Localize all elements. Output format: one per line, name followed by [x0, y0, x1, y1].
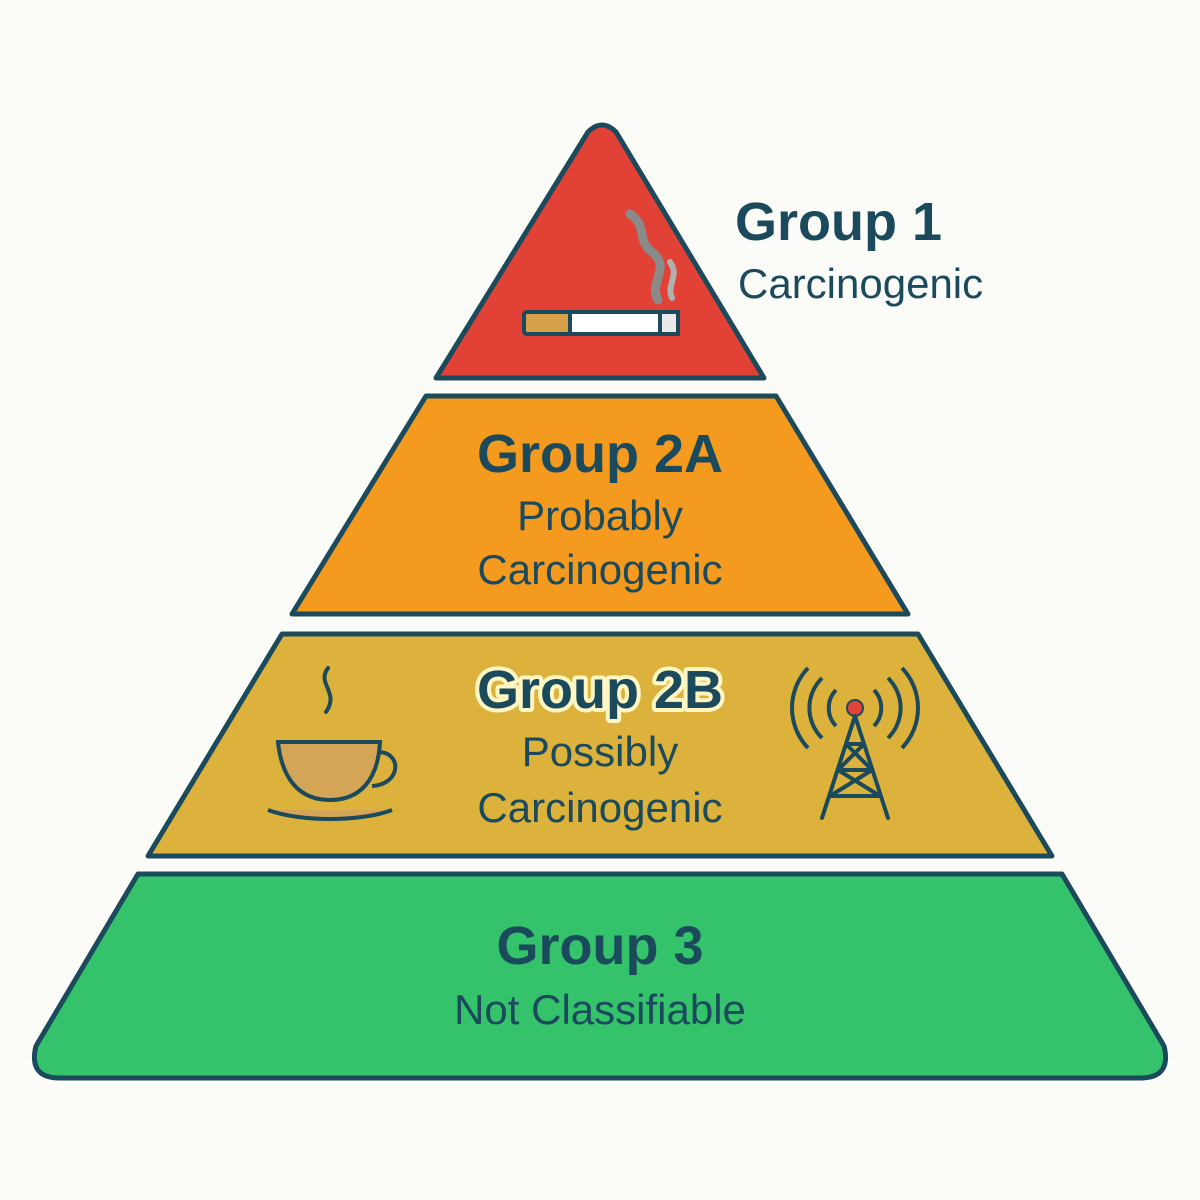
group-3-subtitle: Not Classifiable	[454, 986, 746, 1033]
tier-group-2b	[145, 631, 1055, 859]
group-2b-title: Group 2B	[477, 660, 723, 720]
group-2a-title: Group 2A	[477, 424, 723, 484]
tier-group-2a-shape	[289, 393, 911, 617]
cigarette-icon	[522, 209, 680, 336]
tier-group-1-shape	[433, 122, 767, 381]
tier-group-1	[433, 122, 767, 381]
cell-tower-icon	[790, 666, 920, 820]
tier-group-3-shape	[32, 871, 1168, 1081]
group-2b-subtitle-line-2: Carcinogenic	[477, 784, 722, 831]
group-2a-subtitle-line-2: Carcinogenic	[477, 546, 722, 593]
group-2a-subtitle-line-1: Probably	[517, 492, 683, 539]
group-3-title: Group 3	[496, 916, 703, 976]
tier-group-2a	[289, 393, 911, 617]
tier-group-3	[32, 871, 1168, 1081]
coffee-cup-icon	[267, 666, 398, 821]
group-1-title: Group 1	[735, 192, 942, 252]
group-1-subtitle: Carcinogenic	[738, 260, 983, 307]
group-2b-subtitle-line-1: Possibly	[522, 728, 678, 775]
